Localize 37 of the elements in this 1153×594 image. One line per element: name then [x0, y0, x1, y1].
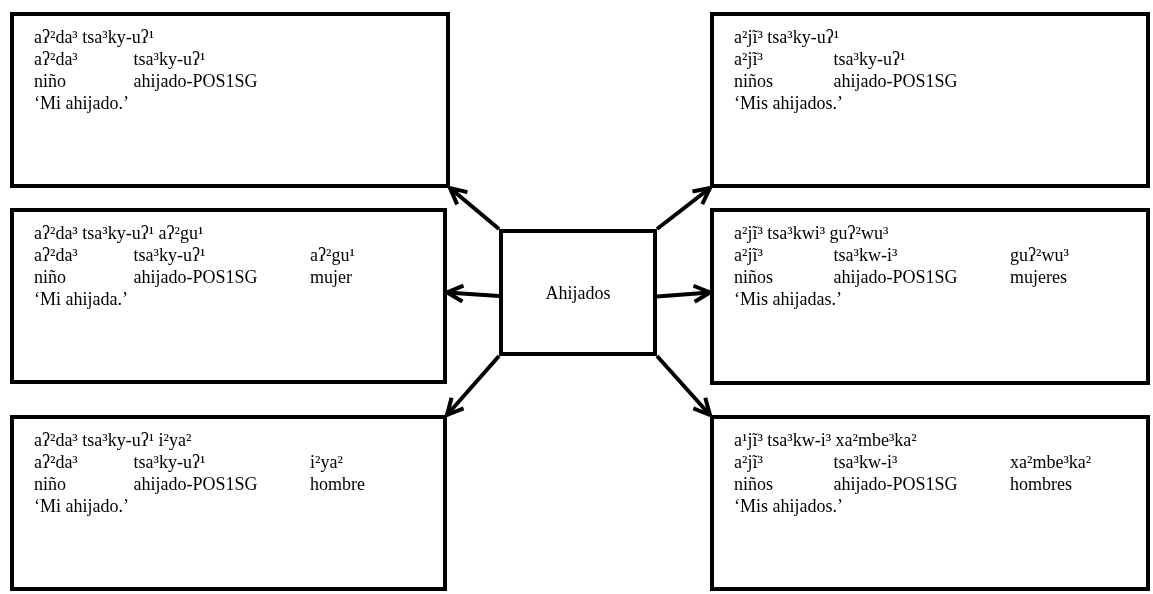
example-box	[10, 415, 447, 591]
example-box	[10, 12, 450, 188]
topic-label: Ahijados	[545, 281, 611, 304]
gloss-line: aʔ²da³ tsa³ky-uʔ¹ aʔ²gu¹	[34, 244, 355, 266]
example-sentence: a²jĩ³ tsa³kwi³ guʔ²wu³	[734, 222, 889, 244]
topic-box	[499, 229, 657, 356]
gloss-line: aʔ²da³ tsa³ky-uʔ¹ i²ya²	[34, 451, 343, 473]
example-sentence: ‘Mis ahijados.’	[734, 495, 843, 517]
example-sentence: ‘Mis ahijadas.’	[734, 288, 842, 310]
example-box	[710, 12, 1150, 188]
example-sentence: ‘Mi ahijado.’	[34, 495, 129, 517]
gloss-line: niño ahijado-POS1SG	[34, 70, 258, 92]
arrow	[448, 186, 501, 231]
gloss-line: niño ahijado-POS1SG mujer	[34, 266, 352, 288]
arrow	[655, 186, 712, 231]
gloss-line: niño ahijado-POS1SG hombre	[34, 473, 365, 495]
example-sentence: a¹jĩ³ tsa³kw-i³ xa²mbe³ka²	[734, 429, 917, 451]
example-sentence: a²jĩ³ tsa³ky-uʔ¹	[734, 26, 840, 48]
example-sentence: aʔ²da³ tsa³ky-uʔ¹ aʔ²gu¹	[34, 222, 204, 244]
arrow	[655, 354, 712, 417]
example-sentence: ‘Mi ahijada.’	[34, 288, 128, 310]
gloss-line: niños ahijado-POS1SG	[734, 70, 958, 92]
arrow	[445, 354, 501, 417]
example-sentence: ‘Mi ahijado.’	[34, 92, 129, 114]
arrow	[656, 283, 712, 304]
example-box	[10, 208, 447, 384]
gloss-line: niños ahijado-POS1SG mujeres	[734, 266, 1067, 288]
example-box	[710, 415, 1150, 591]
example-sentence: aʔ²da³ tsa³ky-uʔ¹	[34, 26, 155, 48]
example-sentence: aʔ²da³ tsa³ky-uʔ¹ i²ya²	[34, 429, 192, 451]
gloss-line: a²jĩ³ tsa³kw-i³ xa²mbe³ka²	[734, 451, 1092, 473]
gloss-line: aʔ²da³ tsa³ky-uʔ¹	[34, 48, 206, 70]
gloss-line: a²jĩ³ tsa³kw-i³ guʔ²wu³	[734, 244, 1069, 266]
example-sentence: ‘Mis ahijados.’	[734, 92, 843, 114]
gloss-line: a²jĩ³ tsa³ky-uʔ¹	[734, 48, 906, 70]
example-box	[710, 208, 1150, 385]
gloss-line: niños ahijado-POS1SG hombres	[734, 473, 1072, 495]
